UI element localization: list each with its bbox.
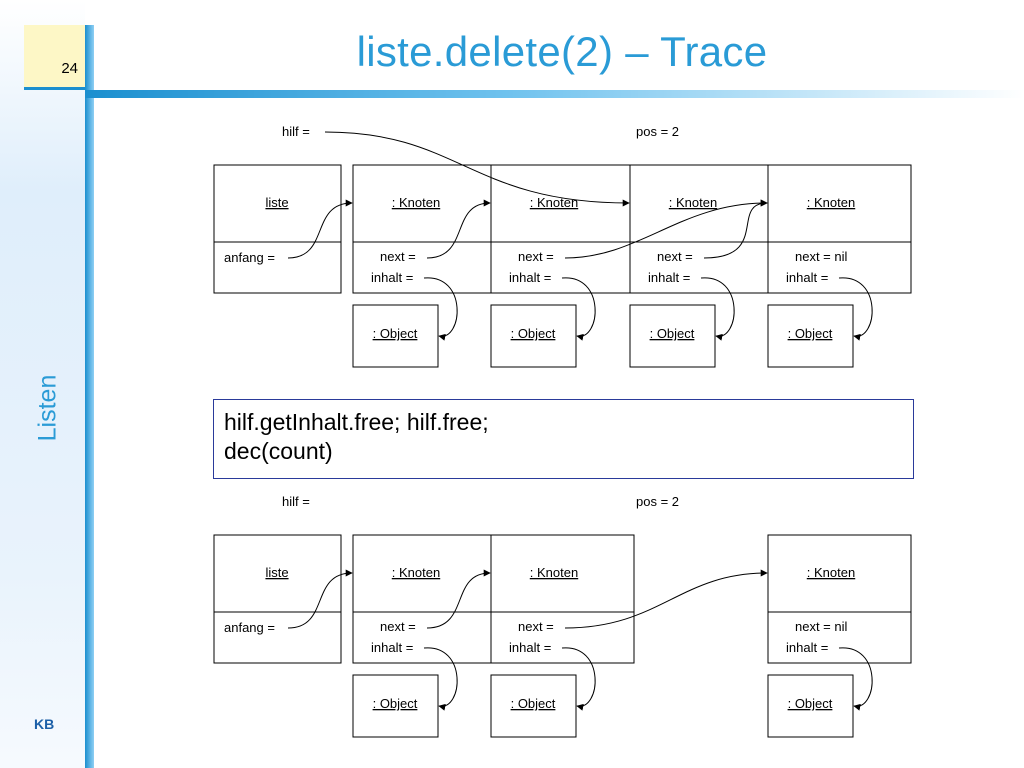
inhalt-label: inhalt =: [509, 640, 551, 655]
liste-box: [213, 534, 342, 664]
inhalt-label: inhalt =: [371, 270, 413, 285]
next-nil-label: next = nil: [795, 249, 848, 264]
object-box: [767, 674, 854, 738]
liste-box: [213, 164, 342, 294]
object-name: : Object: [373, 326, 418, 341]
knoten-name: : Knoten: [669, 195, 717, 210]
next-pointer: [703, 199, 768, 259]
next-pointer: [426, 199, 491, 259]
knoten-name: : Knoten: [807, 565, 855, 580]
object-name: : Object: [788, 696, 833, 711]
knoten-name: : Knoten: [530, 195, 578, 210]
inhalt-pointer: [423, 277, 458, 341]
code-line-1: hilf.getInhalt.free; hilf.free;: [224, 409, 489, 435]
hilf-pointer: [324, 131, 630, 207]
inhalt-label: inhalt =: [786, 640, 828, 655]
next-pointer: [564, 569, 768, 629]
hilf-label: hilf =: [282, 494, 310, 509]
object-name: : Object: [511, 326, 556, 341]
author-initials: KB: [34, 716, 55, 732]
anfang-label: anfang =: [224, 250, 275, 265]
sidebar-background: [0, 0, 85, 768]
knoten-box: [352, 164, 497, 294]
inhalt-pointer: [561, 647, 596, 711]
code-line-2: dec(count): [224, 438, 333, 464]
anfang-pointer: [287, 199, 353, 259]
knoten-box: [767, 534, 912, 664]
object-box: [490, 674, 577, 738]
object-box: [352, 674, 439, 738]
next-nil-label: next = nil: [795, 619, 848, 634]
horizontal-accent-bar: [85, 90, 1024, 98]
next-pointer: [564, 199, 768, 259]
inhalt-pointer: [423, 647, 458, 711]
inhalt-label: inhalt =: [786, 270, 828, 285]
knoten-name: : Knoten: [530, 565, 578, 580]
hilf-label: hilf =: [282, 124, 310, 139]
next-pointer: [426, 569, 491, 629]
knoten-box: [490, 534, 635, 664]
object-name: : Object: [788, 326, 833, 341]
knoten-box: [629, 164, 774, 294]
page-number-box: [24, 25, 85, 90]
inhalt-label: inhalt =: [509, 270, 551, 285]
liste-name: liste: [265, 565, 288, 580]
next-label: next =: [657, 249, 693, 264]
code-box: hilf.getInhalt.free; hilf.free; dec(coun…: [213, 399, 914, 479]
inhalt-pointer: [700, 277, 735, 341]
knoten-name: : Knoten: [392, 195, 440, 210]
object-box: [490, 304, 577, 368]
anfang-label: anfang =: [224, 620, 275, 635]
next-label: next =: [380, 619, 416, 634]
pos-label: pos = 2: [636, 124, 679, 139]
knoten-name: : Knoten: [392, 565, 440, 580]
knoten-box: [767, 164, 912, 294]
inhalt-pointer: [561, 277, 596, 341]
knoten-name: : Knoten: [807, 195, 855, 210]
vertical-accent-bar: [85, 25, 94, 768]
inhalt-label: inhalt =: [371, 640, 413, 655]
object-name: : Object: [650, 326, 695, 341]
anfang-pointer: [287, 569, 353, 629]
page-number: 24: [61, 60, 78, 77]
next-label: next =: [518, 249, 554, 264]
object-box: [352, 304, 439, 368]
inhalt-pointer: [838, 277, 873, 341]
object-box: [629, 304, 716, 368]
inhalt-label: inhalt =: [648, 270, 690, 285]
liste-name: liste: [265, 195, 288, 210]
slide-title: liste.delete(2) – Trace: [356, 28, 768, 75]
next-label: next =: [518, 619, 554, 634]
object-box: [767, 304, 854, 368]
inhalt-pointer: [838, 647, 873, 711]
pos-label: pos = 2: [636, 494, 679, 509]
object-name: : Object: [373, 696, 418, 711]
knoten-box: [352, 534, 497, 664]
next-label: next =: [380, 249, 416, 264]
object-name: : Object: [511, 696, 556, 711]
